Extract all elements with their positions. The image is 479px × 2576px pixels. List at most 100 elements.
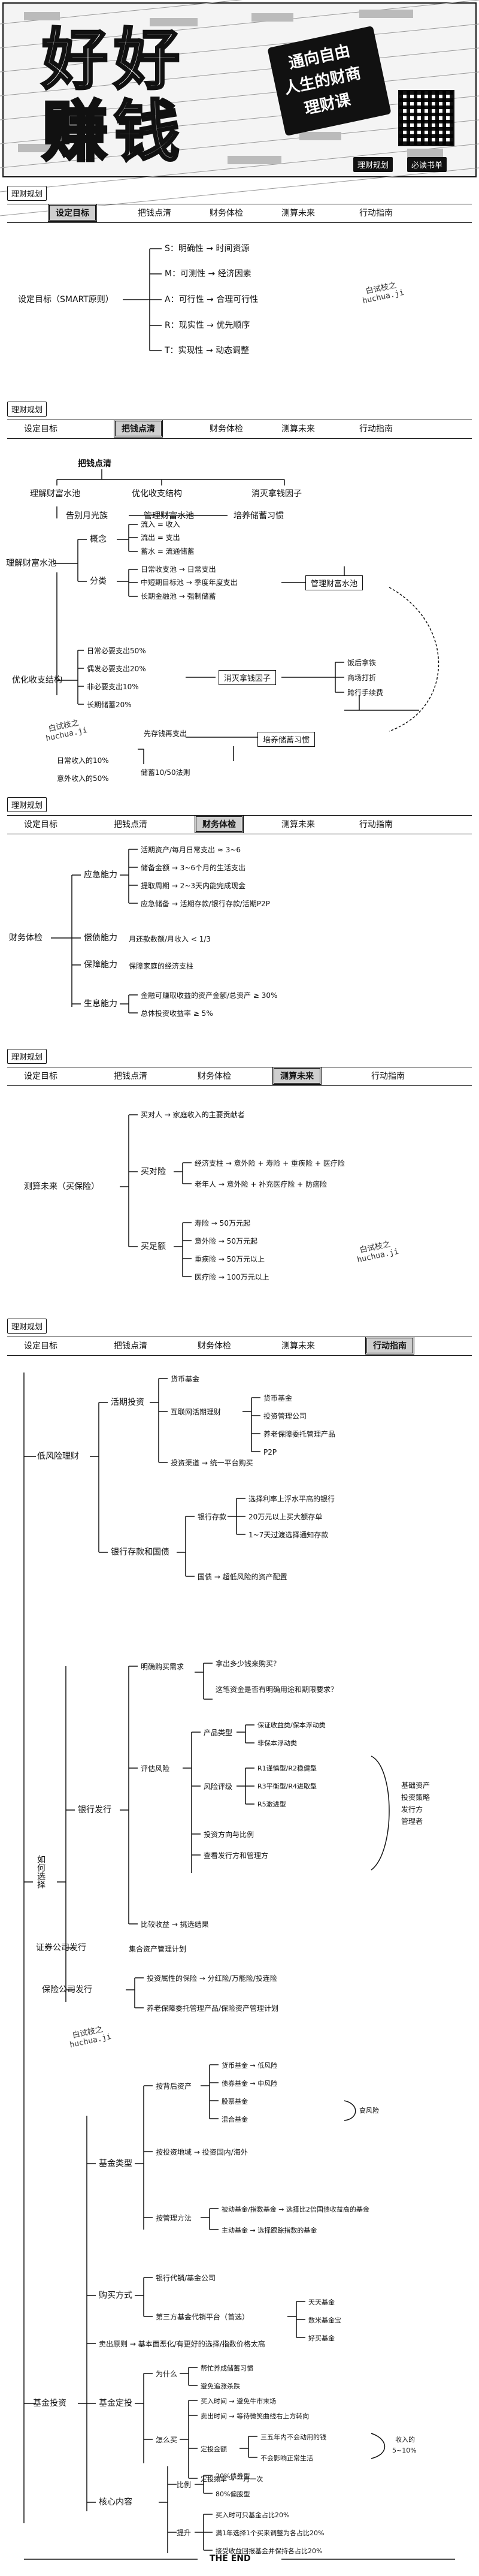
- high-risk-note: 高风险: [359, 2107, 379, 2115]
- side-note-1: 基础资产: [401, 1781, 431, 1790]
- protect-item-1: 保障家庭的经济支柱: [129, 962, 194, 970]
- class-item-mid: 中短期目标池 → 季度年度支出: [141, 578, 238, 587]
- banner-tag-books: 必读书单: [407, 157, 447, 172]
- nav-step-check[interactable]: 财务体检: [210, 424, 243, 434]
- debt-item-1: 月还款数额/月收入 < 1/3: [129, 935, 211, 943]
- product-item-1: 保证收益类/保本浮动类: [257, 1721, 326, 1729]
- forecast-buy-for: 买对人 → 家庭收入的主要贡献者: [141, 1111, 245, 1119]
- current-invest: 活期投资: [111, 1398, 144, 1407]
- nav-step-forecast[interactable]: 测算未来: [281, 209, 315, 218]
- bank-issue: 银行发行: [78, 1805, 111, 1815]
- treasury-bond: 国债 → 超低风险的资产配置: [198, 1573, 287, 1581]
- banner-title-line2: 赚钱: [41, 93, 186, 170]
- online-item-3: 养老保障委托管理产品: [263, 1430, 336, 1438]
- side-note-2: 投资策略: [401, 1793, 431, 1802]
- upgrade-label: 提升: [177, 2529, 192, 2537]
- smart-item-t: T：实现性 → 动态调整: [165, 346, 250, 355]
- amount-item-life: 寿险 → 50万元起: [195, 1219, 250, 1227]
- eval-risk: 评估风险: [141, 1764, 170, 1773]
- nav-step-check-active[interactable]: 财务体检: [195, 815, 244, 833]
- asset-item-1: 货币基金 → 低风险: [222, 2062, 278, 2070]
- count-bottom-bye: 告别月光族: [66, 511, 108, 521]
- nav-step-goal[interactable]: 设定目标: [24, 424, 57, 434]
- emergency-item-4: 应急储备 → 活期存款/银行存款/活期P2P: [141, 900, 270, 908]
- concept-item-out: 流出 = 支出: [141, 533, 180, 542]
- kind-item-elder: 老年人 → 意外险 + 补充医疗险 + 防癌险: [195, 1180, 328, 1189]
- risk-level: 风险评级: [204, 1782, 233, 1791]
- nav-step-action[interactable]: 行动指南: [371, 1072, 405, 1081]
- asset-ratio: 投资方向与比例: [204, 1830, 254, 1839]
- securities-issue: 证券公司发行: [36, 1943, 86, 1953]
- nav-step-count[interactable]: 把钱点清: [138, 209, 171, 218]
- nav-step-goal[interactable]: 设定目标: [24, 820, 57, 829]
- securities-item: 集合资产管理计划: [129, 1945, 187, 1953]
- count-top-pool: 理解财富水池: [30, 489, 80, 499]
- checkup-group-yield: 生息能力: [84, 999, 117, 1009]
- nav-step-check[interactable]: 财务体检: [198, 1072, 231, 1081]
- count-title: 把钱点清: [78, 459, 111, 469]
- nav-step-count[interactable]: 把钱点清: [114, 1072, 147, 1081]
- how-to-choose: 如何选择: [36, 1855, 46, 1889]
- buy-way-2: 第三方基金代销平台（首选）: [156, 2313, 250, 2321]
- mgmt-item-2: 主动基金 → 选择跟踪指数的基金: [222, 2227, 317, 2234]
- emergency-item-2: 储备金额 → 3~6个月的生活支出: [141, 864, 246, 872]
- smart-connectors: [123, 248, 162, 351]
- opt-item-20b: 长期储蓄20%: [87, 701, 132, 709]
- how-item-2: 卖出时间 → 等待微笑曲线右上方转向: [201, 2412, 310, 2420]
- platform-item-2: 数米基金宝: [308, 2316, 341, 2324]
- count-top-kill: 消灭拿钱因子: [251, 489, 302, 499]
- checkup-root: 财务体检: [9, 933, 43, 943]
- nav-step-count-active[interactable]: 把钱点清: [114, 420, 163, 438]
- ratio-item-1: 20%债券型: [216, 2472, 250, 2480]
- emergency-item-1: 活期资产/每月日常支出 ≈ 3~6: [141, 846, 241, 854]
- nav-step-count[interactable]: 把钱点清: [114, 1341, 147, 1351]
- nav-step-goal-active[interactable]: 设定目标: [48, 204, 97, 222]
- nav-step-forecast[interactable]: 测算未来: [281, 424, 315, 434]
- concept-label: 概念: [90, 535, 107, 544]
- forecast-root: 测算未来（买保险）: [24, 1182, 99, 1192]
- by-asset: 按背后资产: [156, 2082, 192, 2091]
- fund-type: 基金类型: [99, 2159, 132, 2168]
- asset-item-2: 债券基金 → 中风险: [222, 2080, 278, 2088]
- section-label: 理财规划: [7, 1049, 47, 1064]
- nav-step-goal[interactable]: 设定目标: [24, 1341, 57, 1351]
- checkup-group-emergency: 应急能力: [84, 870, 117, 880]
- nav-step-action[interactable]: 行动指南: [359, 820, 393, 829]
- asset-item-3: 股票基金: [222, 2098, 248, 2106]
- nav-step-check[interactable]: 财务体检: [210, 209, 243, 218]
- platform-item-3: 好买基金: [308, 2334, 335, 2342]
- insurance-item-1: 投资属性的保险 → 分红险/万能险/投连险: [147, 1974, 277, 1983]
- yield-item-2: 总体投资收益率 ≥ 5%: [141, 1009, 213, 1018]
- banner-subtitle-line3: 理财课: [302, 91, 353, 119]
- nav-step-check[interactable]: 财务体检: [198, 1341, 231, 1351]
- buy-way-1: 银行代销/基金公司: [156, 2274, 216, 2282]
- by-region: 按投资地域 → 投资国内/海外: [156, 2148, 248, 2156]
- amount-item-medical: 医疗险 → 100万元以上: [195, 1273, 269, 1281]
- forecast-amount: 买足额: [141, 1242, 166, 1251]
- why-label: 为什么: [156, 2370, 178, 2378]
- concept-item-in: 流入 = 收入: [141, 520, 180, 529]
- nav-step-action[interactable]: 行动指南: [359, 209, 393, 218]
- nav-step-action-active[interactable]: 行动指南: [365, 1337, 414, 1355]
- money-fund: 货币基金: [171, 1375, 200, 1383]
- checkup-connectors: [51, 849, 138, 1013]
- nav-step-count[interactable]: 把钱点清: [114, 820, 147, 829]
- online-item-4: P2P: [263, 1448, 277, 1456]
- kill-factor-box: 消灭拿钱因子: [219, 670, 277, 685]
- nav-step-forecast-active[interactable]: 测算未来: [272, 1067, 322, 1085]
- emergency-item-3: 提取周期 → 2~3天内能完成现金: [141, 882, 246, 890]
- nav-step-forecast[interactable]: 测算未来: [281, 1341, 315, 1351]
- demand-item-1: 拿出多少钱来购买？: [216, 1660, 281, 1668]
- nav-step-forecast[interactable]: 测算未来: [281, 820, 315, 829]
- nav-step-action[interactable]: 行动指南: [359, 424, 393, 434]
- save-rule: 储蓄10/50法则: [141, 768, 190, 777]
- smart-item-a: A：可行性 → 合理可行性: [165, 295, 259, 304]
- demand-item-2: 这笔资金是否有明确用途和期限要求？: [216, 1685, 338, 1694]
- section-action: 理财规划 设定目标 把钱点清 财务体检 测算未来 行动指南: [0, 1313, 479, 2576]
- checkup-group-protect: 保障能力: [84, 960, 117, 970]
- manage-pool-box: 管理财富水池: [305, 575, 363, 590]
- pool-root: 理解财富水池: [6, 559, 56, 568]
- nav-step-goal[interactable]: 设定目标: [24, 1072, 57, 1081]
- mgmt-item-1: 被动基金/指数基金 → 选择比2倍国债收益高的基金: [222, 2206, 369, 2213]
- section-label: 理财规划: [7, 1319, 47, 1334]
